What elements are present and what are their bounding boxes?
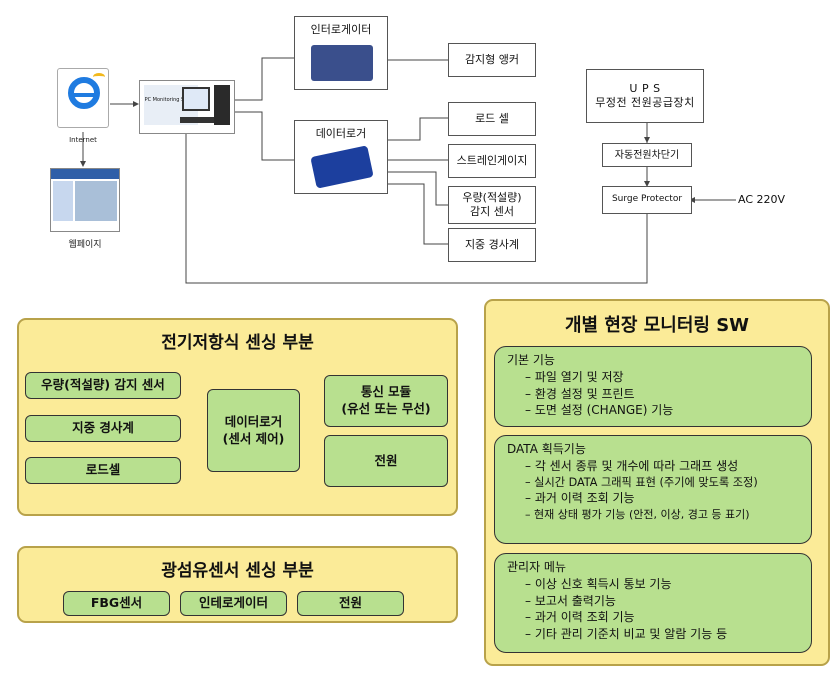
electric-comm-module: 통신 모듈 (유선 또는 무선) bbox=[324, 375, 448, 427]
electric-datalogger: 데이터로거 (센서 제어) bbox=[207, 389, 300, 472]
sw-group-item: – 도면 설정 (CHANGE) 기능 bbox=[525, 403, 674, 418]
slope-gauge-box: 지중 경사계 bbox=[448, 228, 536, 262]
datalogger-label: 데이터로거 bbox=[315, 127, 367, 140]
pc-server-icon: PC Monitoring Server bbox=[139, 80, 235, 134]
sw-group-item: – 기타 관리 기준치 비교 및 알람 기능 등 bbox=[525, 626, 728, 641]
loadcell-box: 로드 셀 bbox=[448, 102, 536, 136]
sw-group-data: DATA 획득기능 – 각 센서 종류 및 개수에 따라 그래프 생성 – 실시… bbox=[494, 435, 812, 544]
anchor-box: 감지형 앵커 bbox=[448, 43, 536, 77]
sw-group-item: – 실시간 DATA 그래픽 표현 (주기에 맞도록 조정) bbox=[525, 475, 758, 489]
optical-item-fbg: FBG센서 bbox=[63, 591, 170, 616]
electric-power: 전원 bbox=[324, 435, 448, 487]
sw-group-head: DATA 획득기능 bbox=[507, 442, 586, 456]
internet-explorer-icon bbox=[57, 68, 109, 128]
sw-group-item: – 과거 이력 조회 기능 bbox=[525, 610, 635, 625]
auto-cutoff-box: 자동전원차단기 bbox=[602, 143, 692, 167]
internet-label: Internet bbox=[69, 136, 97, 144]
sw-panel-title: 개별 현장 모니터링 SW bbox=[564, 315, 750, 336]
sw-group-item: – 파일 열기 및 저장 bbox=[525, 370, 624, 384]
electric-panel-title: 전기저항식 센싱 부분 bbox=[161, 333, 314, 353]
interrogator-label: 인터로게이터 bbox=[310, 23, 372, 36]
electric-item-slope-gauge: 지중 경사계 bbox=[25, 415, 181, 442]
optical-item-interrogator: 인테로게이터 bbox=[180, 591, 287, 616]
optical-panel-title: 광섬유센서 센싱 부분 bbox=[161, 561, 314, 581]
interrogator-device-icon bbox=[311, 45, 373, 81]
electric-item-rain-sensor: 우량(적설량) 감지 센서 bbox=[25, 372, 181, 399]
sw-group-head: 기본 기능 bbox=[507, 353, 555, 367]
webpage-thumbnail bbox=[50, 168, 120, 232]
sw-group-item: – 각 센서 종류 및 개수에 따라 그래프 생성 bbox=[525, 459, 739, 473]
ac-power-label: AC 220V bbox=[738, 193, 786, 206]
electric-item-loadcell: 로드셀 bbox=[25, 457, 181, 484]
rain-sensor-box: 우량(적설량) 감지 센서 bbox=[448, 186, 536, 224]
surge-protector-box: Surge Protector bbox=[602, 186, 692, 214]
strain-gauge-box: 스트레인게이지 bbox=[448, 144, 536, 178]
sw-group-basic: 기본 기능 – 파일 열기 및 저장 – 환경 설정 및 프린트 – 도면 설정… bbox=[494, 346, 812, 427]
sw-group-item: – 이상 신호 획득시 통보 기능 bbox=[525, 577, 672, 591]
webpage-label: 웹페이지 bbox=[68, 240, 102, 250]
sw-group-head: 관리자 메뉴 bbox=[507, 560, 567, 574]
sw-group-item: – 보고서 출력기능 bbox=[525, 593, 616, 608]
optical-item-power: 전원 bbox=[297, 591, 404, 616]
ups-box: U P S 무정전 전원공급장치 bbox=[586, 69, 704, 123]
sw-group-item: – 현재 상태 평가 기능 (안전, 이상, 경고 등 표기) bbox=[525, 507, 750, 521]
datalogger-box: 데이터로거 bbox=[294, 120, 388, 194]
sw-group-item: – 환경 설정 및 프린트 bbox=[525, 386, 635, 401]
datalogger-device-icon bbox=[310, 145, 374, 189]
connector-lines bbox=[80, 57, 736, 284]
sw-group-admin: 관리자 메뉴 – 이상 신호 획득시 통보 기능 – 보고서 출력기능 – 과거… bbox=[494, 553, 812, 653]
interrogator-box: 인터로게이터 bbox=[294, 16, 388, 90]
sw-group-item: – 과거 이력 조회 기능 bbox=[525, 491, 635, 505]
